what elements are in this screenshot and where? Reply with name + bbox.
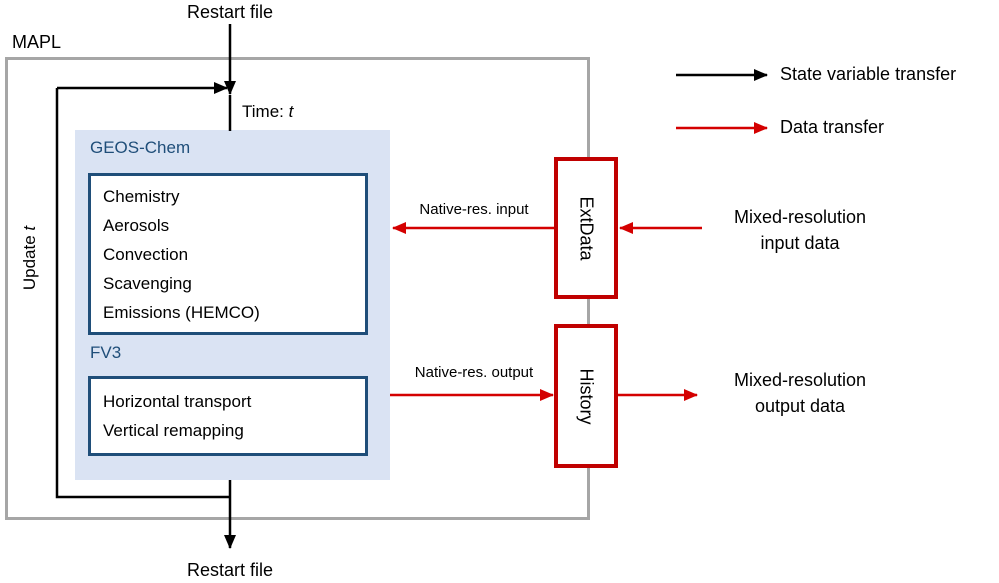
legend-data-transfer-label: Data transfer	[780, 117, 885, 137]
process-item: Aerosols	[103, 216, 170, 235]
process-item: Chemistry	[103, 187, 180, 206]
restart-file-top-label: Restart file	[186, 2, 274, 22]
mixed-output-line: output data	[754, 396, 846, 416]
time-label: Time: t	[242, 101, 293, 122]
native-res-output-label: Native-res. output	[414, 364, 534, 381]
geos-chem-process-box: Chemistry Aerosols Convection Scavenging…	[88, 173, 368, 335]
history-box: History	[554, 324, 618, 468]
process-item: Emissions (HEMCO)	[103, 303, 260, 322]
update-time-label: Update t	[19, 201, 41, 315]
extdata-box: ExtData	[554, 157, 618, 299]
mixed-input-line: input data	[760, 233, 840, 253]
process-item: Vertical remapping	[103, 421, 244, 440]
update-prefix: Update	[20, 235, 39, 291]
mixed-output-line: Mixed-resolution	[733, 370, 867, 390]
process-item: Scavenging	[103, 274, 192, 293]
process-item: Horizontal transport	[103, 392, 252, 411]
geos-chem-title: GEOS-Chem	[90, 138, 191, 157]
extdata-label: ExtData	[576, 195, 597, 261]
restart-file-bottom-label: Restart file	[186, 560, 274, 580]
mixed-resolution-input-label: Mixed-resolution input data	[703, 204, 897, 256]
fv3-title: FV3	[90, 343, 122, 362]
time-variable: t	[288, 102, 294, 121]
fv3-process-box: Horizontal transport Vertical remapping	[88, 376, 368, 456]
geos-chem-panel: GEOS-Chem Chemistry Aerosols Convection …	[75, 130, 390, 480]
native-res-input-label: Native-res. input	[419, 201, 529, 218]
process-item: Convection	[103, 245, 189, 264]
history-label: History	[576, 367, 597, 425]
time-prefix: Time:	[242, 102, 284, 121]
mapl-label: MAPL	[12, 32, 62, 52]
legend-state-transfer-label: State variable transfer	[780, 64, 957, 84]
mixed-resolution-output-label: Mixed-resolution output data	[703, 367, 897, 419]
update-variable: t	[20, 225, 39, 231]
mixed-input-line: Mixed-resolution	[733, 207, 867, 227]
